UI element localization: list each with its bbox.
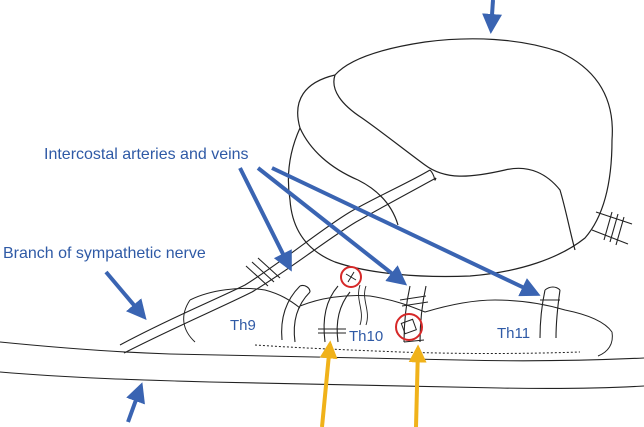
yellow-arrow-right	[408, 344, 427, 427]
intercostal-vessel-th9	[281, 284, 311, 343]
intercostal-vessel-th10-right	[399, 285, 429, 343]
label-th9: Th9	[230, 317, 256, 334]
clip-detail-upper	[345, 271, 357, 283]
clip-marker-upper	[340, 266, 362, 288]
arrow-intercostal-th11	[271, 166, 541, 297]
vertebral-bodies	[183, 287, 613, 357]
label-th11: Th11	[497, 325, 531, 342]
yellow-arrow-left	[319, 340, 338, 427]
arrow-intercostal-th9	[238, 167, 292, 272]
right-vessel-stump	[591, 211, 633, 246]
label-intercostal-arteries-veins: Intercostal arteries and veins	[44, 146, 249, 163]
label-th10: Th10	[349, 328, 384, 345]
intercostal-vessel-th11	[539, 286, 561, 339]
arrow-sympathetic-trunk	[126, 382, 145, 423]
small-vessel-detail	[358, 284, 368, 326]
arrow-sympathetic-nerve	[104, 270, 147, 321]
clip-detail-lower	[400, 318, 417, 335]
arrow-intercostal-th10	[256, 166, 408, 286]
sympathetic-trunk	[0, 341, 644, 389]
clip-marker-lower	[395, 313, 423, 341]
label-sympathetic-nerve-branch: Branch of sympathetic nerve	[3, 245, 206, 262]
tumor-mass	[287, 38, 613, 278]
intercostal-vessel-th10-left	[318, 285, 351, 343]
sympathetic-nerve-branch	[119, 169, 437, 354]
arrow-top	[482, 0, 503, 34]
